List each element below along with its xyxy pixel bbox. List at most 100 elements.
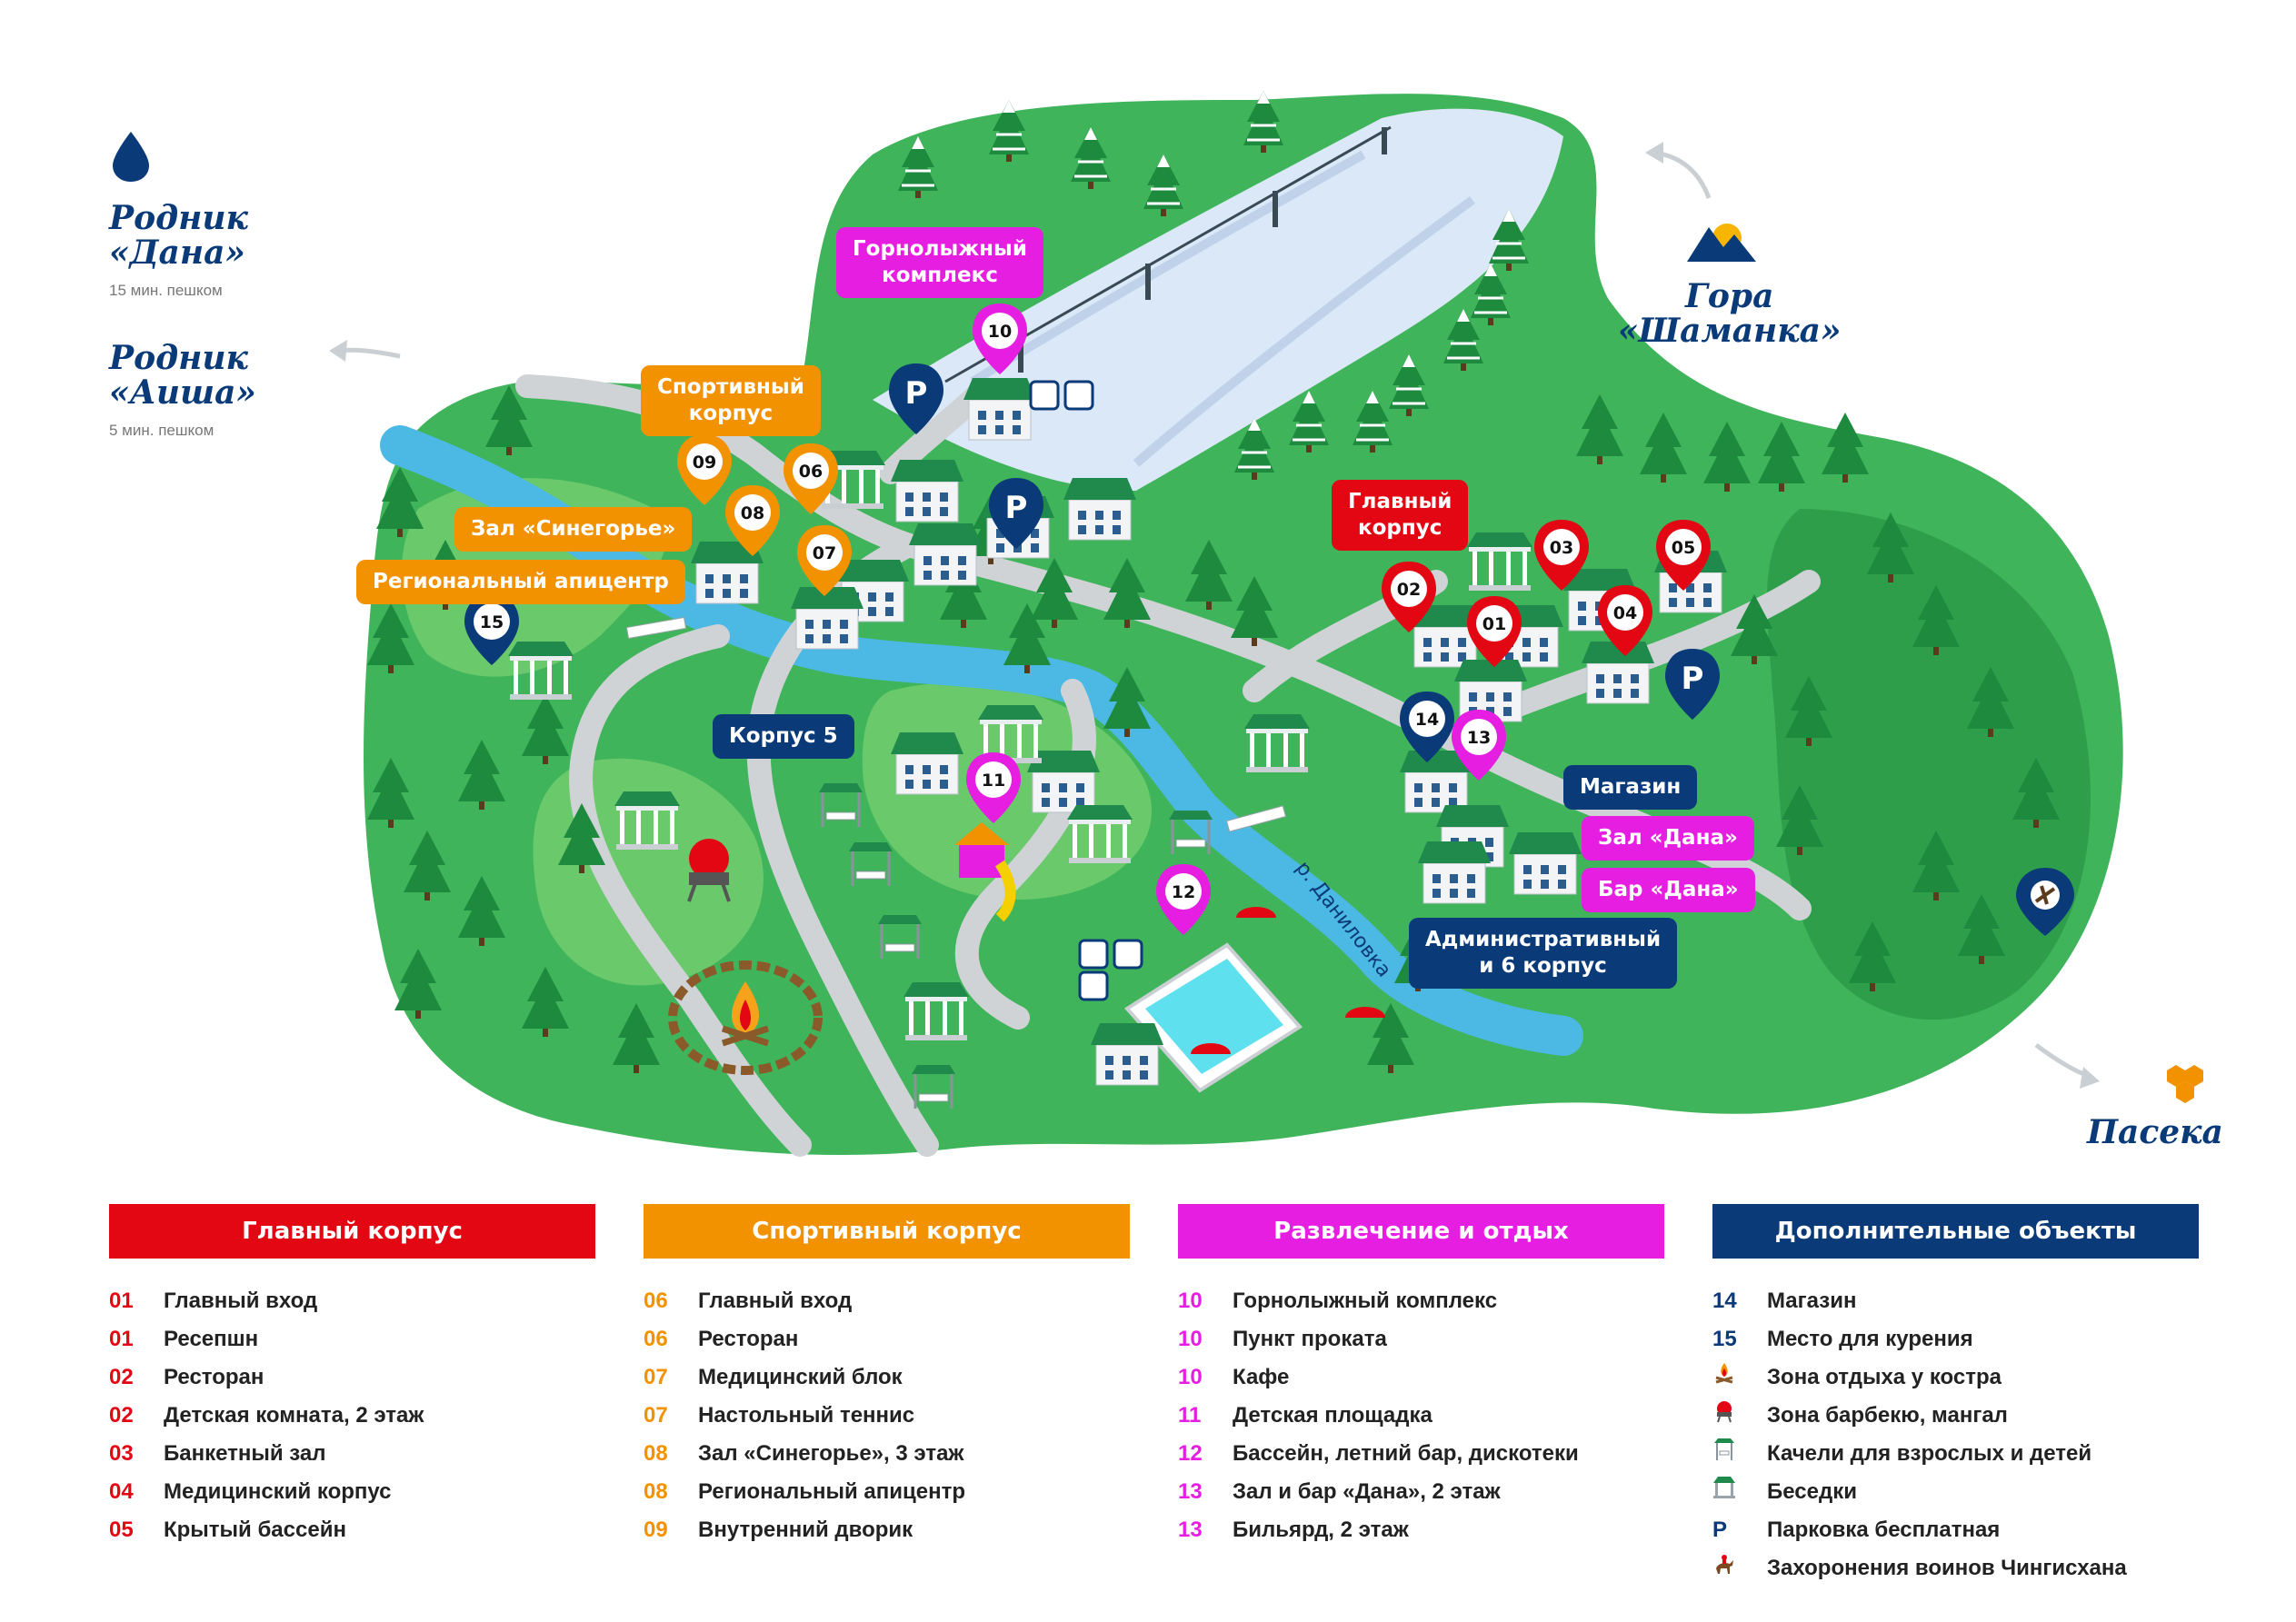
legend-item: 09 Внутренний дворик	[644, 1511, 1130, 1549]
parking-pins: P P P	[889, 363, 1720, 720]
map-pin-13[interactable]: 13	[1452, 710, 1506, 781]
map-pin-03[interactable]: 03	[1534, 520, 1589, 591]
rodnik-aisha-distance: 5 мин. пешком	[109, 422, 215, 439]
map-pin-10[interactable]: 10	[973, 304, 1027, 374]
legend-item: Захоронения воинов Чингисхана	[1712, 1549, 2199, 1587]
map-pin-14[interactable]: 14	[1400, 692, 1454, 762]
legend-number: 03	[109, 1441, 134, 1466]
map-pin-12[interactable]: 12	[1156, 864, 1211, 935]
map-pin-label: 01	[1482, 614, 1506, 634]
map-pin-01[interactable]: 01	[1467, 596, 1522, 667]
legend-number: P	[1712, 1518, 1728, 1542]
map-pin-08[interactable]: 08	[725, 485, 780, 556]
legend-text: Внутренний дворик	[698, 1518, 913, 1542]
legend-number: 13	[1178, 1518, 1203, 1542]
legend-text: Пункт проката	[1233, 1327, 1387, 1351]
legend-number: 08	[644, 1479, 668, 1504]
roads	[515, 374, 1821, 1157]
legend-column: Развлечение и отдых 10 Горнолыжный комплек…	[1178, 1204, 1664, 1549]
legend-text: Главный вход	[164, 1289, 318, 1313]
swing-icon	[1712, 1436, 1767, 1474]
eastern-forest	[1766, 509, 2091, 1020]
map-pin-11[interactable]: 11	[966, 752, 1021, 823]
callout-sinegorye[interactable]: Зал «Синегорье»	[454, 507, 693, 552]
map-pin-04[interactable]: 04	[1598, 585, 1652, 656]
map-pin-05[interactable]: 05	[1656, 520, 1711, 591]
legend-text: Захоронения воинов Чингисхана	[1767, 1556, 2127, 1580]
map-pin-label: 02	[1397, 580, 1421, 600]
legend-item: Зона отдыха у костра	[1712, 1358, 2199, 1397]
legend-text: Парковка бесплатная	[1767, 1518, 2001, 1542]
legend-text: Беседки	[1767, 1479, 1857, 1504]
paseka-title: Пасека	[2087, 1113, 2223, 1151]
legend-item: P Парковка бесплатная	[1712, 1511, 2199, 1549]
horse-rider-icon	[1712, 1550, 1767, 1588]
legend-number: 10	[1178, 1289, 1203, 1313]
honeycomb-icon	[2167, 1065, 2203, 1103]
legend-header: Главный корпус	[109, 1204, 595, 1259]
legend-header: Развлечение и отдых	[1178, 1204, 1664, 1259]
outdoor-pool	[1123, 942, 1303, 1093]
water-drop-icon	[113, 132, 149, 182]
legend-number: 15	[1712, 1327, 1737, 1351]
rodnik-aisha-title: Родник «Аиша»	[109, 339, 256, 412]
legend-text: Ресторан	[698, 1327, 799, 1351]
legend-number: 05	[109, 1518, 134, 1542]
callout-magazin[interactable]: Магазин	[1563, 765, 1698, 810]
map-pin-label: 09	[693, 453, 716, 473]
callout-zal-dana[interactable]: Зал «Дана»	[1582, 816, 1754, 861]
legend-text: Банкетный зал	[164, 1441, 326, 1466]
legend-number: 09	[644, 1518, 668, 1542]
legend-number: 10	[1178, 1327, 1203, 1351]
map-pin-02[interactable]: 02	[1382, 562, 1436, 632]
parking-pin[interactable]: P	[889, 363, 943, 434]
map-pin-label: 06	[799, 462, 823, 482]
rodnik-dana-title: Родник «Дана»	[109, 199, 248, 272]
parking-pin[interactable]: P	[1665, 649, 1720, 720]
legend-item: 05 Крытый бассейн	[109, 1511, 595, 1549]
legend-header: Спортивный корпус	[644, 1204, 1130, 1259]
map-pin-label: 13	[1467, 728, 1491, 748]
callout-korpus-5[interactable]: Корпус 5	[713, 714, 854, 759]
map-pin-label: 03	[1550, 538, 1573, 558]
callout-bar-dana[interactable]: Бар «Дана»	[1582, 868, 1755, 912]
legend-text: Крытый бассейн	[164, 1518, 346, 1542]
campfire-area	[668, 960, 823, 1075]
legend-text: Зона барбекю, мангал	[1767, 1403, 2008, 1428]
legend-text: Кафе	[1233, 1365, 1290, 1389]
map-pin-15[interactable]: 15	[464, 594, 519, 665]
parking-pin[interactable]: P	[989, 478, 1043, 549]
legend-item: Беседки	[1712, 1473, 2199, 1511]
parking-pin-label: P	[1005, 490, 1028, 526]
bbq-grill	[687, 839, 731, 902]
legend-number: 02	[109, 1365, 134, 1389]
legend-number: 10	[1178, 1365, 1203, 1389]
gora-shamanka-title: Гора «Шаманка»	[1618, 277, 1842, 350]
legend-number: 07	[644, 1403, 668, 1428]
campfire-icon	[1712, 1359, 1767, 1398]
legend-text: Горнолыжный комплекс	[1233, 1289, 1498, 1313]
map-pin-09[interactable]: 09	[677, 434, 732, 505]
map-pin-06[interactable]: 06	[784, 443, 838, 514]
legend-number: 02	[109, 1403, 134, 1428]
map-pin-label: 11	[982, 771, 1005, 791]
callout-apicenter[interactable]: Региональный апицентр	[356, 560, 685, 604]
map-pin-07[interactable]: 07	[797, 525, 852, 596]
umbrellas	[1191, 907, 1385, 1054]
legend-text: Магазин	[1767, 1289, 1857, 1313]
